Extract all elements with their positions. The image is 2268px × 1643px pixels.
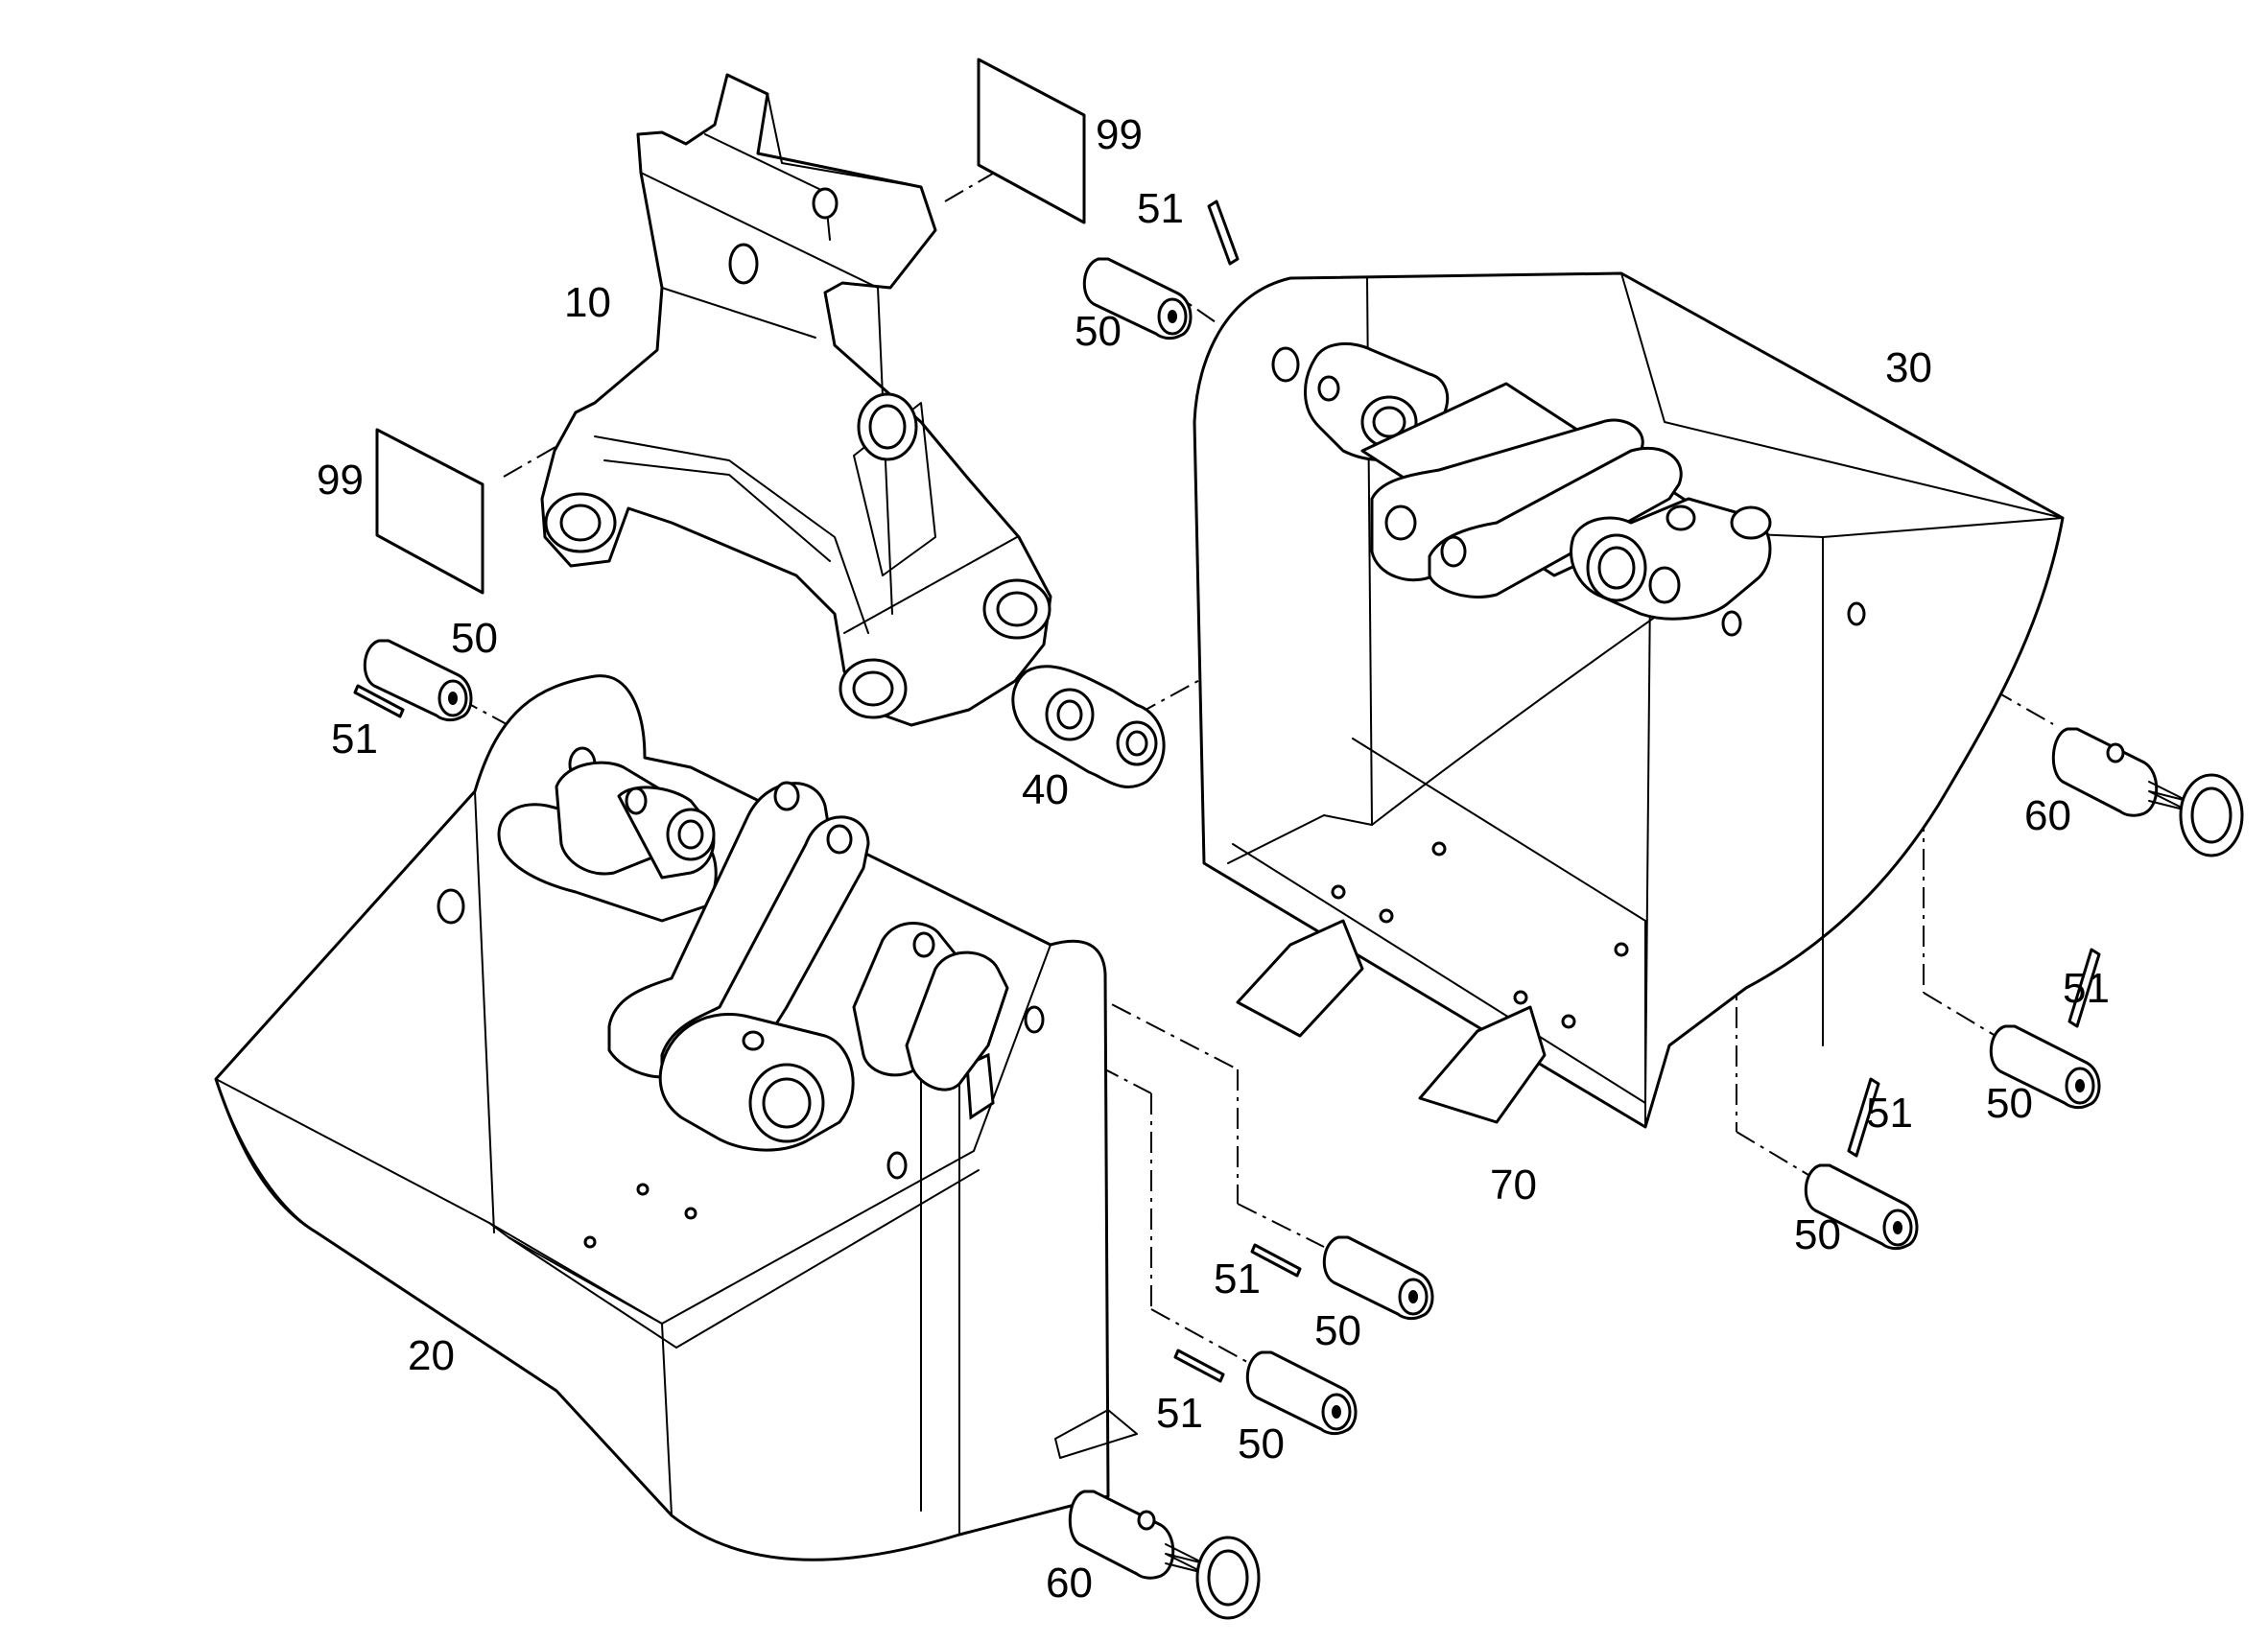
decal-sheet-left	[375, 428, 484, 595]
large-bucket	[1193, 271, 2065, 1129]
pin-right-upper	[1989, 1024, 2101, 1110]
callout-51-top: 51	[1137, 185, 1184, 232]
callout-60-right: 60	[2024, 792, 2071, 839]
pin-top	[1082, 257, 1193, 340]
pin-center-upper	[1322, 1235, 1434, 1321]
decal-sheet-top	[977, 58, 1086, 224]
pin-right-lower	[1804, 1163, 1919, 1251]
callout-51-right-upper: 51	[2063, 965, 2110, 1012]
callout-51-left: 51	[331, 716, 378, 763]
spring-pin-left	[353, 684, 405, 718]
spring-pin-center-upper	[1250, 1243, 1302, 1278]
callout-10: 10	[564, 279, 611, 326]
callout-50-right-upper: 50	[1986, 1080, 2033, 1127]
callout-99-left: 99	[317, 457, 364, 504]
connecting-link	[1011, 665, 1166, 788]
small-bucket	[214, 674, 1138, 1561]
quick-coupler-frame	[540, 73, 1052, 727]
spring-pin-right-lower	[1847, 1077, 1880, 1158]
callout-50-top: 50	[1075, 308, 1122, 355]
callout-50-center-lower: 50	[1238, 1420, 1285, 1467]
spring-pin-right-upper	[2067, 948, 2101, 1028]
locking-pin-bottom	[1068, 1490, 1261, 1620]
callout-40: 40	[1022, 766, 1069, 813]
spring-pin-center-lower	[1173, 1349, 1225, 1383]
callout-20: 20	[408, 1332, 455, 1379]
callout-50-left: 50	[451, 615, 498, 662]
callout-30: 30	[1885, 344, 1932, 391]
callout-labels: 10 20 30 40 70 99 99 51 50 50 51 60 51 5…	[317, 111, 2110, 1607]
callout-70: 70	[1490, 1162, 1537, 1209]
callout-51-right-lower: 51	[1866, 1090, 1913, 1137]
callout-99-top: 99	[1096, 111, 1143, 158]
callout-50-right-lower: 50	[1794, 1211, 1841, 1258]
locking-pin-right	[2051, 727, 2244, 857]
pin-left	[363, 639, 473, 722]
callout-50-center-upper: 50	[1314, 1307, 1361, 1354]
pin-center-lower	[1245, 1350, 1358, 1436]
callout-60-bottom: 60	[1046, 1560, 1093, 1607]
callout-51-center-upper: 51	[1214, 1256, 1261, 1303]
spring-pin-top	[1207, 200, 1240, 266]
callout-51-center-lower: 51	[1156, 1390, 1203, 1437]
